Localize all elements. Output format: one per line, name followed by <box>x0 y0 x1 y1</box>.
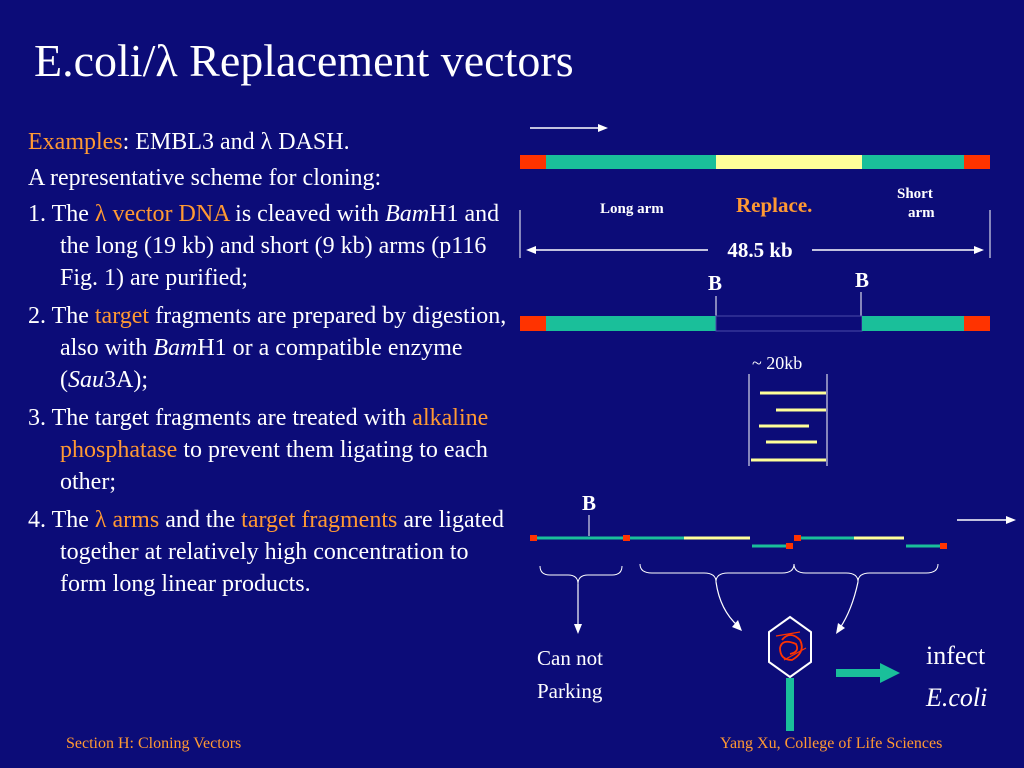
step-text: and the <box>159 507 242 533</box>
long-arm-label: Long arm <box>600 201 664 217</box>
step-highlight: target fragments <box>241 507 398 533</box>
bamh1-site-ligation: B <box>582 491 596 515</box>
step-highlight: λ arms <box>94 507 160 533</box>
vector-bar-cleaved <box>520 315 990 332</box>
target-fragments <box>748 374 828 466</box>
text-body: Examples: EMBL3 and λ DASH. A representa… <box>28 126 510 606</box>
step-text: The <box>46 507 95 533</box>
vector-bar-intact <box>520 155 990 169</box>
step-text: The target fragments are treated with <box>46 405 413 431</box>
step-italic: Bam <box>153 335 198 361</box>
examples-line: Examples: EMBL3 and λ DASH. <box>28 126 510 158</box>
step-number: 2. <box>28 303 46 329</box>
step-1: 1. The λ vector DNA is cleaved with BamH… <box>28 198 510 294</box>
bamh1-site-left: B <box>708 271 722 295</box>
step-text: The <box>46 201 95 227</box>
step-text: 3A); <box>104 367 148 393</box>
infect-arrow <box>836 663 900 683</box>
arrows-to-phage <box>715 581 859 634</box>
short-arm-label-1: Short <box>897 186 933 202</box>
step-text: fragments are prepared by digestion, als… <box>60 303 507 361</box>
slide-title: E.coli/λ Replacement vectors <box>34 35 574 86</box>
brace-right <box>639 563 939 583</box>
footer-section: Section H: Cloning Vectors <box>66 735 242 752</box>
step-highlight: target <box>94 303 150 329</box>
infect-label: infect <box>926 641 986 670</box>
step-2: 2. The target fragments are prepared by … <box>28 300 510 396</box>
ligation-products <box>530 535 947 549</box>
arrow-to-cannot <box>574 584 582 634</box>
examples-text: : EMBL3 and λ DASH. <box>122 129 350 155</box>
step-italic: Sau <box>68 367 104 393</box>
step-text: are ligated together at relatively high … <box>60 507 504 597</box>
parking-label: Parking <box>537 679 603 703</box>
length-label: 48.5 kb <box>727 238 792 262</box>
step-number: 4. <box>28 507 46 533</box>
footer-author: Yang Xu, College of Life Sciences <box>720 735 943 752</box>
cannot-label: Can not <box>537 646 603 670</box>
examples-label: Examples <box>28 129 123 155</box>
step-text: H1 or a compatible enzyme ( <box>60 335 463 393</box>
step-text: is cleaved with <box>229 201 386 227</box>
step-highlight: alkaline phosphatase <box>60 405 489 463</box>
replace-label: Replace. <box>736 193 812 217</box>
ecoli-label: E.coli <box>925 683 987 712</box>
phage-icon <box>768 615 812 731</box>
step-number: 3. <box>28 405 46 431</box>
direction-arrow-right <box>957 516 1016 524</box>
step-text: The <box>46 303 95 329</box>
bamh1-site-right: B <box>855 268 869 292</box>
step-3: 3. The target fragments are treated with… <box>28 402 510 498</box>
step-text: to prevent them ligating to each other; <box>60 437 488 495</box>
step-number: 1. <box>28 201 46 227</box>
intro-text: A representative scheme for cloning: <box>28 165 382 191</box>
step-text: H1 and the long (19 kb) and short (9 kb)… <box>60 201 500 291</box>
step-4: 4. The λ arms and the target fragments a… <box>28 504 510 600</box>
short-arm-label-2: arm <box>908 205 935 221</box>
step-highlight: λ vector DNA <box>94 201 230 227</box>
direction-arrow-top <box>530 124 608 132</box>
length-dimension <box>519 210 991 258</box>
fragment-size-label: ~ 20kb <box>752 353 802 373</box>
step-italic: Bam <box>385 201 430 227</box>
brace-left <box>539 565 623 585</box>
